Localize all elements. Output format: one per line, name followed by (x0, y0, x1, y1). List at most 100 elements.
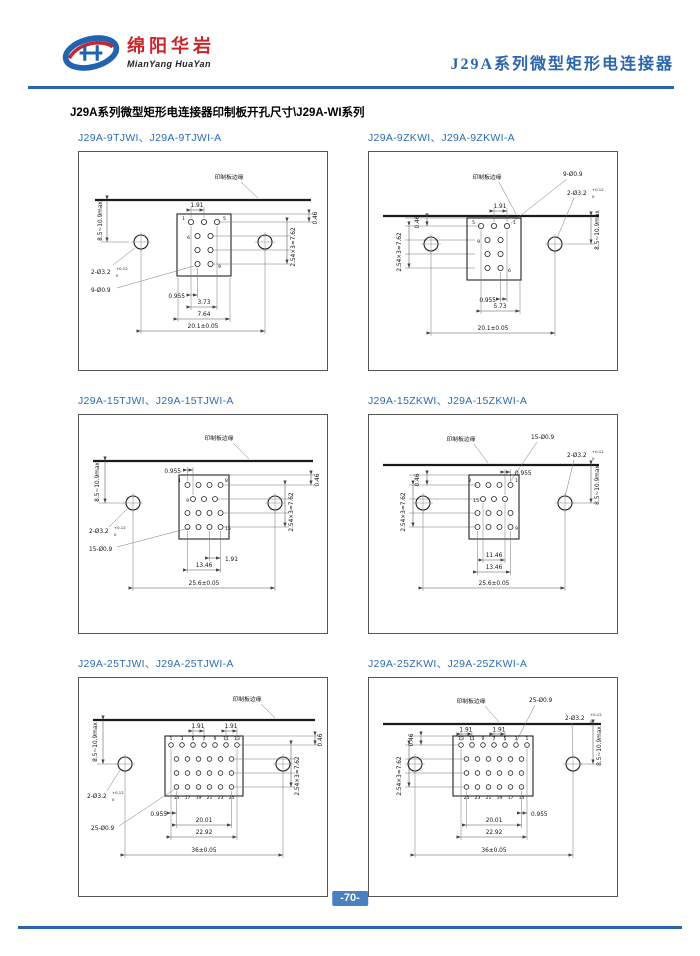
dim-offset: 0.46 (318, 733, 324, 746)
pin-number: 17 (508, 795, 514, 801)
pin-number: 1 (170, 736, 173, 742)
pin-number: 1 (526, 736, 529, 742)
dim-offset: 0.46 (415, 473, 421, 486)
tolerance-lower: 0 (592, 194, 595, 199)
dim-total: 20.1±0.05 (188, 324, 219, 330)
dim-edge-height: 8.5~10.9max (93, 722, 99, 762)
pcb-edge-label: 印制板边缘 (473, 173, 502, 181)
pin-number: 9 (515, 526, 518, 532)
dim-w2: 22.92 (196, 830, 213, 836)
pin-number: 5 (223, 216, 226, 222)
panel-j29a-25zkwi: J29A-25ZKWI、J29A-25ZKWI-A 印制板边缘 25-Ø0.9 … (368, 656, 618, 897)
panel-title: J29A-25ZKWI、J29A-25ZKWI-A (368, 658, 528, 670)
tolerance-upper: +0.12 (592, 187, 604, 192)
pin-hole-count-label: 9-Ø0.9 (563, 171, 583, 178)
dim-offset: 0.46 (315, 473, 321, 486)
pin-number: 5 (504, 736, 507, 742)
pin-number: 1 (178, 478, 181, 484)
pcb-edge-label: 印制板边缘 (457, 697, 486, 705)
pin-hole-count-label: 15-Ø0.9 (531, 434, 555, 441)
dim-row-span: 2.54×3=7.62 (291, 227, 297, 267)
panel-title: J29A-15TJWI、J29A-15TJWI-A (78, 395, 234, 407)
dim-offset: 0.46 (409, 733, 415, 746)
technical-drawing: 印制板边缘 9-Ø0.9 2-Ø3.2 +0.12 0 1.91 (383, 171, 604, 336)
dim-edge-height: 8.5~10.9max (95, 462, 101, 502)
pin-number: 9 (477, 239, 480, 245)
tolerance-lower: 0 (116, 273, 119, 278)
dim-offset: 0.46 (313, 211, 319, 224)
dim-total: 36±0.05 (191, 848, 216, 854)
pin-number: 8 (468, 478, 471, 484)
section-title: J29A系列微型矩形电连接器印制板开孔尺寸\J29A-WI系列 (70, 107, 365, 119)
technical-drawing: 印制板边缘 15-Ø0.9 2-Ø3.2 +0.12 0 0.955 (383, 434, 604, 591)
dim-edge-height: 8.5~10.9max (98, 201, 104, 241)
dim-w1: 20.01 (486, 818, 503, 824)
pin-number: 3 (181, 736, 184, 742)
company-logo: 绵阳华岩 MianYang HuaYan (62, 32, 215, 74)
dim-pitch: 1.91 (494, 204, 507, 210)
dim-row-span: 2.54×3=7.62 (397, 756, 403, 796)
pin-number: 17 (185, 795, 191, 801)
pin-number: 11 (223, 736, 229, 742)
page-number-badge: -70- (332, 891, 368, 906)
dim-half-pitch: 0.955 (164, 469, 181, 475)
pin-hole-count-label: 25-Ø0.9 (529, 697, 553, 704)
dim-pitch: 1.91 (460, 728, 473, 734)
dim-w1: 20.01 (196, 818, 213, 824)
company-name-cn: 绵阳华岩 (127, 36, 215, 57)
pin-number: 19 (497, 795, 503, 801)
pin-hole-count-label: 15-Ø0.9 (89, 546, 113, 553)
tolerance-upper: +0.12 (114, 525, 126, 530)
panel-title: J29A-25TJWI、J29A-25TJWI-A (78, 658, 234, 670)
pin-number: 11 (469, 736, 475, 742)
pin-number: 1 (182, 216, 185, 222)
pin-number: 23 (475, 795, 481, 801)
drawing-box: 印制板边缘 25-Ø0.9 2-Ø3.2 +0.12 0 1.91 (368, 677, 618, 897)
dim-w1: 11.46 (486, 553, 503, 559)
pin-number: 21 (486, 795, 492, 801)
mounting-hole-label: 2-Ø3.2 (567, 452, 587, 459)
dim-w2: 22.92 (486, 830, 503, 836)
tolerance-lower: 0 (592, 456, 595, 461)
company-name-block: 绵阳华岩 MianYang HuaYan (127, 36, 215, 69)
dim-edge-height: 8.5~10.9max (597, 726, 603, 766)
pin-holes (474, 482, 514, 530)
pin-number: 1 (513, 220, 516, 226)
dim-total: 36±0.05 (481, 848, 506, 854)
dim-pitch: 1.91 (191, 203, 204, 209)
tolerance-lower: 0 (114, 532, 117, 537)
tolerance-upper: +0.12 (112, 790, 124, 795)
pin-number: 7 (493, 736, 496, 742)
panel-title: J29A-9ZKWI、J29A-9ZKWI-A (368, 132, 515, 144)
panel-j29a-15tjwi: J29A-15TJWI、J29A-15TJWI-A 印制板边缘 8.5~10.9… (78, 393, 328, 634)
dim-pitch: 1.91 (225, 724, 238, 730)
dim-edge-height: 8.5~10.9max (595, 465, 601, 505)
pin-number: 9 (186, 498, 189, 504)
dim-pitch: 1.91 (192, 724, 205, 730)
dim-half-pitch: 0.955 (150, 812, 167, 818)
pin-number: 1 (515, 478, 518, 484)
panel-j29a-9zkwi: J29A-9ZKWI、J29A-9ZKWI-A 印制板边缘 9-Ø0.9 2-Ø… (368, 130, 618, 371)
mounting-hole-label: 2-Ø3.2 (89, 528, 109, 535)
company-name-en: MianYang HuaYan (127, 58, 211, 69)
dim-half-pitch: 0.955 (515, 471, 532, 477)
dim-half-pitch: 0.955 (479, 298, 496, 304)
pin-hole-count-label: 25-Ø0.9 (91, 825, 115, 832)
pin-holes (188, 219, 220, 268)
pin-number: 19 (196, 795, 202, 801)
pin-number: 6 (508, 268, 511, 274)
dim-half-pitch: 0.955 (168, 294, 185, 300)
pin-holes (458, 742, 530, 790)
panel-j29a-9tjwi: J29A-9TJWI、J29A-9TJWI-A 印制板边缘 8.5~10.9ma… (78, 130, 328, 371)
pin-number: 9 (482, 736, 485, 742)
tolerance-upper: +0.12 (592, 449, 604, 454)
dim-pitch: 1.91 (225, 557, 238, 563)
pin-holes (478, 223, 510, 272)
company-logo-icon (62, 35, 120, 71)
dim-row-span: 2.54×3=7.62 (289, 492, 295, 532)
drawing-box: 印制板边缘 8.5~10.9max 0.955 (78, 414, 328, 634)
pin-number: 5 (472, 220, 475, 226)
pin-number: 23 (218, 795, 224, 801)
tolerance-lower: 0 (112, 797, 115, 802)
